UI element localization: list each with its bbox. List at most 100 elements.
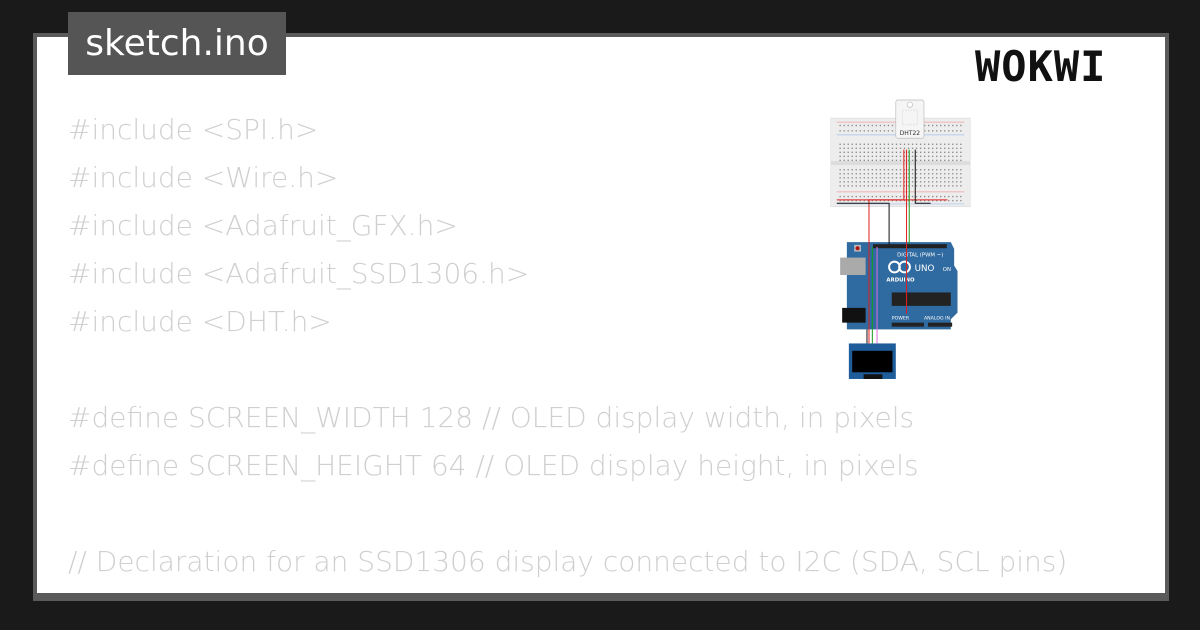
breadboard-hole — [863, 124, 865, 127]
breadboard-hole — [847, 151, 849, 153]
breadboard-hole — [952, 151, 954, 153]
code-preview-card: #include <SPI.h> #include <Wire.h> #incl… — [33, 33, 1169, 601]
breadboard-hole — [903, 143, 906, 145]
breadboard-hole — [871, 143, 874, 145]
analog-label: ANALOG IN — [924, 315, 951, 321]
breadboard-hole — [879, 199, 882, 202]
breadboard-hole — [855, 159, 857, 162]
breadboard-hole — [887, 185, 890, 187]
breadboard-hole — [919, 151, 922, 153]
breadboard-hole — [956, 124, 958, 127]
oled-display — [848, 343, 896, 379]
breadboard-hole — [867, 124, 869, 127]
breadboard-hole — [903, 195, 906, 198]
breadboard-hole — [851, 130, 853, 132]
breadboard-hole — [847, 177, 849, 179]
breadboard-hole — [903, 169, 906, 171]
breadboard-hole — [956, 185, 958, 187]
breadboard-hole — [927, 143, 930, 145]
breadboard-hole — [960, 143, 962, 145]
breadboard-hole — [863, 169, 865, 171]
breadboard-hole — [923, 173, 926, 175]
breadboard-hole — [839, 159, 841, 162]
breadboard-hole — [851, 173, 853, 175]
breadboard-hole — [879, 169, 882, 171]
breadboard-hole — [867, 169, 869, 171]
breadboard-hole — [895, 199, 898, 202]
breadboard-hole — [948, 169, 950, 171]
breadboard-hole — [932, 195, 934, 198]
breadboard-hole — [940, 199, 942, 202]
breadboard-hole — [871, 130, 874, 132]
breadboard-hole — [887, 143, 890, 145]
breadboard-hole — [895, 195, 898, 198]
breadboard-hole — [911, 169, 914, 171]
breadboard-hole — [867, 181, 869, 183]
breadboard-hole — [895, 147, 898, 149]
breadboard-hole — [875, 130, 878, 132]
breadboard-hole — [863, 195, 865, 198]
breadboard-hole — [932, 151, 934, 153]
breadboard-hole — [867, 199, 869, 202]
breadboard-hole — [956, 130, 958, 132]
breadboard-hole — [875, 185, 878, 187]
breadboard-hole — [903, 155, 906, 158]
breadboard-hole — [932, 159, 934, 162]
breadboard-hole — [847, 185, 849, 187]
breadboard-hole — [919, 155, 922, 158]
breadboard-hole — [871, 195, 874, 198]
breadboard-hole — [883, 124, 886, 127]
wires — [836, 149, 948, 344]
breadboard-hole — [940, 169, 942, 171]
breadboard-hole — [855, 199, 857, 202]
breadboard-hole — [871, 155, 874, 158]
breadboard-hole — [867, 155, 869, 158]
code-line: #include <Adafruit_SSD1306.h> — [68, 257, 530, 290]
breadboard-hole — [915, 159, 918, 162]
breadboard-hole — [948, 155, 950, 158]
breadboard-hole — [927, 159, 930, 162]
breadboard-hole — [936, 177, 938, 179]
breadboard-hole — [911, 159, 914, 162]
breadboard-hole — [948, 143, 950, 145]
breadboard-hole — [927, 185, 930, 187]
breadboard-hole — [847, 169, 849, 171]
breadboard-hole — [960, 147, 962, 149]
breadboard-hole — [883, 159, 886, 162]
breadboard-hole — [907, 147, 910, 149]
code-line: #define OLED_RESET -1 // Reset pin # (or… — [68, 593, 1125, 601]
breadboard-hole — [863, 173, 865, 175]
breadboard-hole — [859, 177, 861, 179]
breadboard-hole — [944, 169, 946, 171]
breadboard-hole — [855, 143, 857, 145]
code-editor: #include <SPI.h> #include <Wire.h> #incl… — [68, 106, 1125, 601]
breadboard-hole — [855, 181, 857, 183]
breadboard-hole — [915, 155, 918, 158]
breadboard-hole — [887, 130, 890, 132]
breadboard-hole — [895, 151, 898, 153]
breadboard-hole — [952, 143, 954, 145]
breadboard-hole — [871, 199, 874, 202]
breadboard-hole — [843, 185, 845, 187]
breadboard-hole — [911, 195, 914, 198]
breadboard-hole — [919, 185, 922, 187]
breadboard-hole — [859, 181, 861, 183]
breadboard-hole — [895, 177, 898, 179]
breadboard-hole — [952, 185, 954, 187]
breadboard-hole — [851, 147, 853, 149]
breadboard-hole — [883, 195, 886, 198]
breadboard-hole — [899, 195, 902, 198]
breadboard-hole — [855, 173, 857, 175]
breadboard-hole — [923, 195, 926, 198]
breadboard-hole — [867, 130, 869, 132]
breadboard-hole — [875, 173, 878, 175]
breadboard-hole — [952, 173, 954, 175]
breadboard-hole — [879, 195, 882, 198]
breadboard-hole — [839, 177, 841, 179]
breadboard-hole — [915, 199, 918, 202]
breadboard-hole — [960, 199, 962, 202]
breadboard-hole — [952, 155, 954, 158]
breadboard-hole — [932, 124, 934, 127]
breadboard-hole — [915, 185, 918, 187]
breadboard-hole — [847, 173, 849, 175]
